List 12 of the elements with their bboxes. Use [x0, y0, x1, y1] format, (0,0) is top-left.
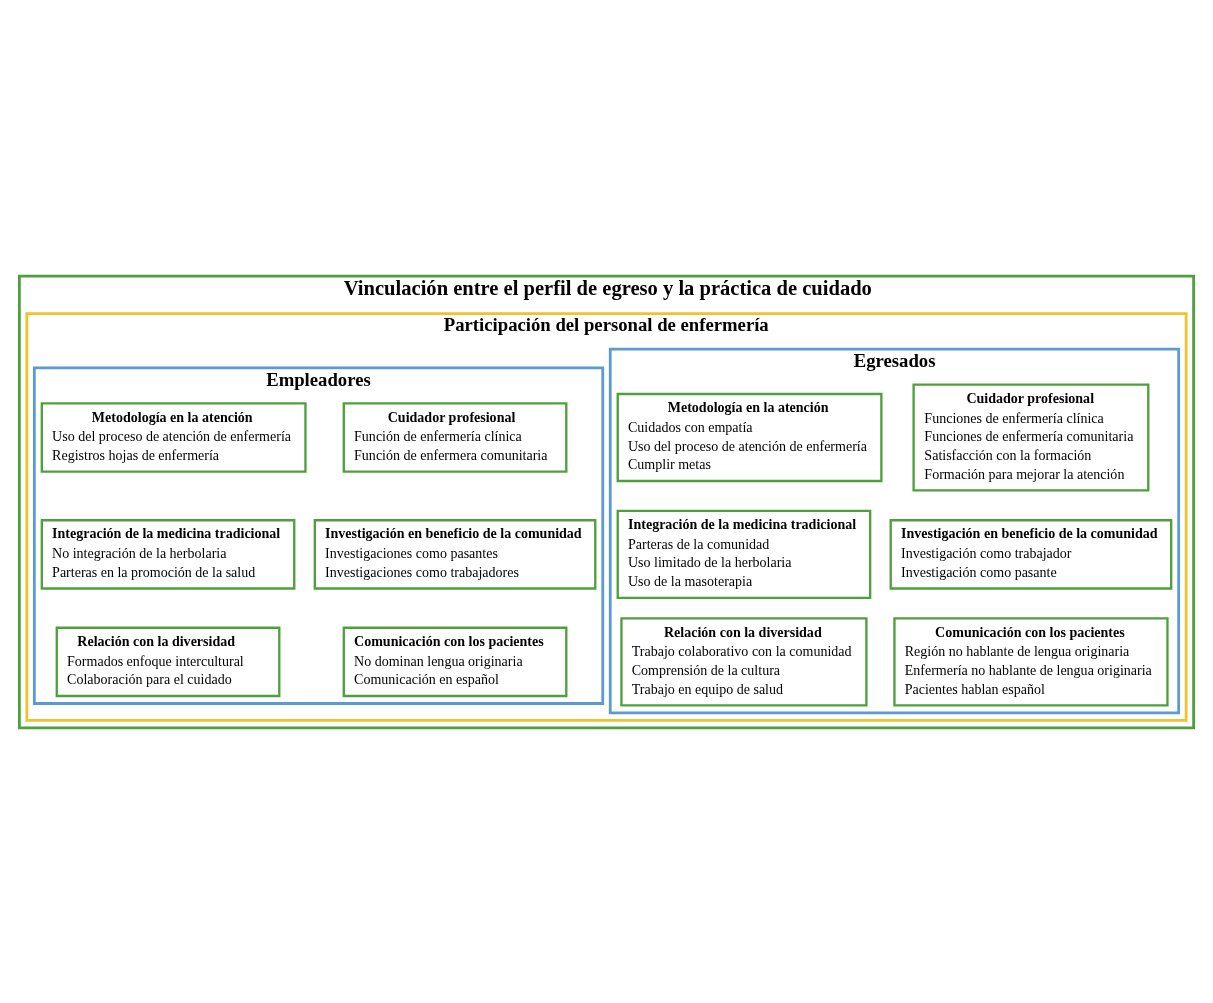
node-box: Metodología en la atención Cuidados con empatía Uso del proceso de atención de enfermería Cumplir metas — [616, 392, 883, 482]
node-box: Integración de la medicina tradicional No integración de la herbolaria Parteras en la promoción de la salud — [40, 518, 296, 590]
node-box: Comunicación con los pacientes Región no hablante de lengua originaria Enfermería no hablante de lengua originaria Pacientes hablan español — [893, 616, 1169, 706]
node-box: Relación con la diversidad Formados enfoque intercultural Colaboración para el cuidado — [55, 626, 281, 697]
node-box: Metodología en la atención Uso del proceso de atención de enfermería Registros hojas de enfermería — [40, 401, 307, 473]
node-box: Comunicación con los pacientes No dominan lengua originaria Comunicación en español — [342, 626, 568, 697]
node-box: Investigación en beneficio de la comunidad Investigación como trabajador Investigación como pasante — [889, 518, 1173, 590]
node-box: Cuidador profesional Funciones de enfermería clínica Funciones de enfermería comunitaria Satisfacción con la formación Formación para mejorar la atención — [912, 383, 1150, 491]
node-box: Relación con la diversidad Trabajo colaborativo con la comunidad Comprensión de la cultura Trabajo en equipo de salud — [620, 616, 868, 706]
node-box: Integración de la medicina tradicional Parteras de la comunidad Uso limitado de la herbolaria Uso de la masoterapia — [616, 509, 872, 599]
node-box: Investigación en beneficio de la comunidad Investigaciones como pasantes Investigaciones como trabajadores — [313, 518, 597, 590]
node-box: Cuidador profesional Función de enfermería clínica Función de enfermera comunitaria — [342, 401, 568, 473]
